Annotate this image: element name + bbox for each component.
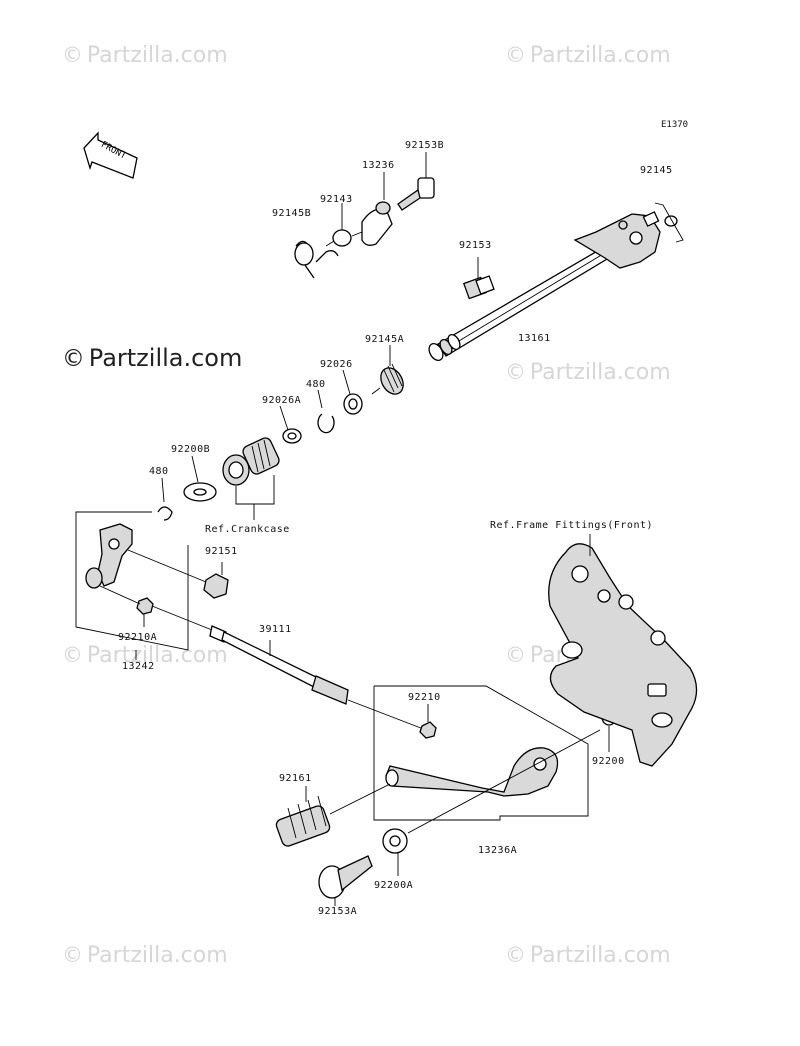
circlip-92145 (654, 202, 684, 243)
watermark: ©Partzilla.com (505, 943, 671, 968)
assembly-box-13242 (75, 511, 189, 651)
spring-92145A (371, 345, 404, 395)
label-ref-crankcase: Ref.Crankcase (205, 524, 290, 535)
front-arrow-icon: FRONT (83, 131, 138, 179)
nut-92210 (419, 704, 437, 739)
label-ref-frame-fittings: Ref.Frame Fittings(Front) (490, 520, 654, 531)
tie-rod-39111 (151, 605, 349, 705)
label-92153A: 92153A (318, 906, 358, 917)
spring-92145B (294, 240, 339, 279)
watermark: ©Partzilla.com (505, 360, 671, 385)
frame-fitting (548, 534, 698, 767)
lever-13236 (351, 172, 393, 246)
gear-pedal (385, 747, 559, 797)
shift-shaft-13161 (437, 211, 661, 357)
label-92210A: 92210A (118, 632, 158, 643)
label-92145A: 92145A (365, 334, 405, 345)
washer-92200A (382, 729, 601, 876)
shift-lever-13242 (85, 523, 133, 589)
label-39111: 39111 (259, 624, 292, 635)
label-92143: 92143 (320, 194, 353, 205)
watermark: ©Partzilla.com (62, 943, 228, 968)
oil-seal (222, 454, 250, 486)
label-92026A: 92026A (262, 395, 302, 406)
label-13242: 13242 (122, 661, 155, 672)
label-92151: 92151 (205, 546, 238, 557)
label-92153: 92153 (459, 240, 492, 251)
assembly-box-13236A (373, 685, 589, 821)
diagram-code: E1370 (661, 120, 689, 130)
label-92026: 92026 (320, 359, 353, 370)
watermark: ©Partzilla.com (62, 43, 228, 68)
label-13236A: 13236A (478, 845, 518, 856)
watermark: ©Partzilla.com (62, 344, 243, 372)
label-92145B: 92145B (272, 208, 312, 219)
crankcase-bracket (235, 475, 275, 520)
label-92145: 92145 (640, 165, 673, 176)
label-92200: 92200 (592, 756, 625, 767)
label-92161: 92161 (279, 773, 312, 784)
nut-92210A (99, 585, 154, 627)
label-92200B: 92200B (171, 444, 211, 455)
watermark: ©Partzilla.com (62, 643, 228, 668)
washer-92026A (279, 405, 302, 444)
label-13161: 13161 (518, 333, 551, 344)
circlip-480-upper (317, 389, 335, 434)
circlip-480-lower (157, 477, 173, 521)
label-92153B: 92153B (405, 140, 445, 151)
bolt-92153A (318, 855, 373, 906)
bolt-92153B (397, 152, 435, 211)
label-92200A: 92200A (374, 880, 414, 891)
pedal-rubber-92161 (275, 783, 391, 847)
label-480-upper: 480 (306, 379, 326, 390)
washer-92026 (342, 369, 363, 415)
bolt-92153 (462, 257, 495, 300)
label-480-lower: 480 (149, 466, 169, 477)
bolt-92151 (127, 549, 229, 599)
shaft-end-collar (428, 333, 461, 362)
label-13236: 13236 (362, 160, 395, 171)
label-92210: 92210 (408, 692, 441, 703)
watermark: ©Partzilla.com (505, 43, 671, 68)
collar-92143 (325, 203, 352, 247)
washer-92200B (183, 455, 217, 502)
